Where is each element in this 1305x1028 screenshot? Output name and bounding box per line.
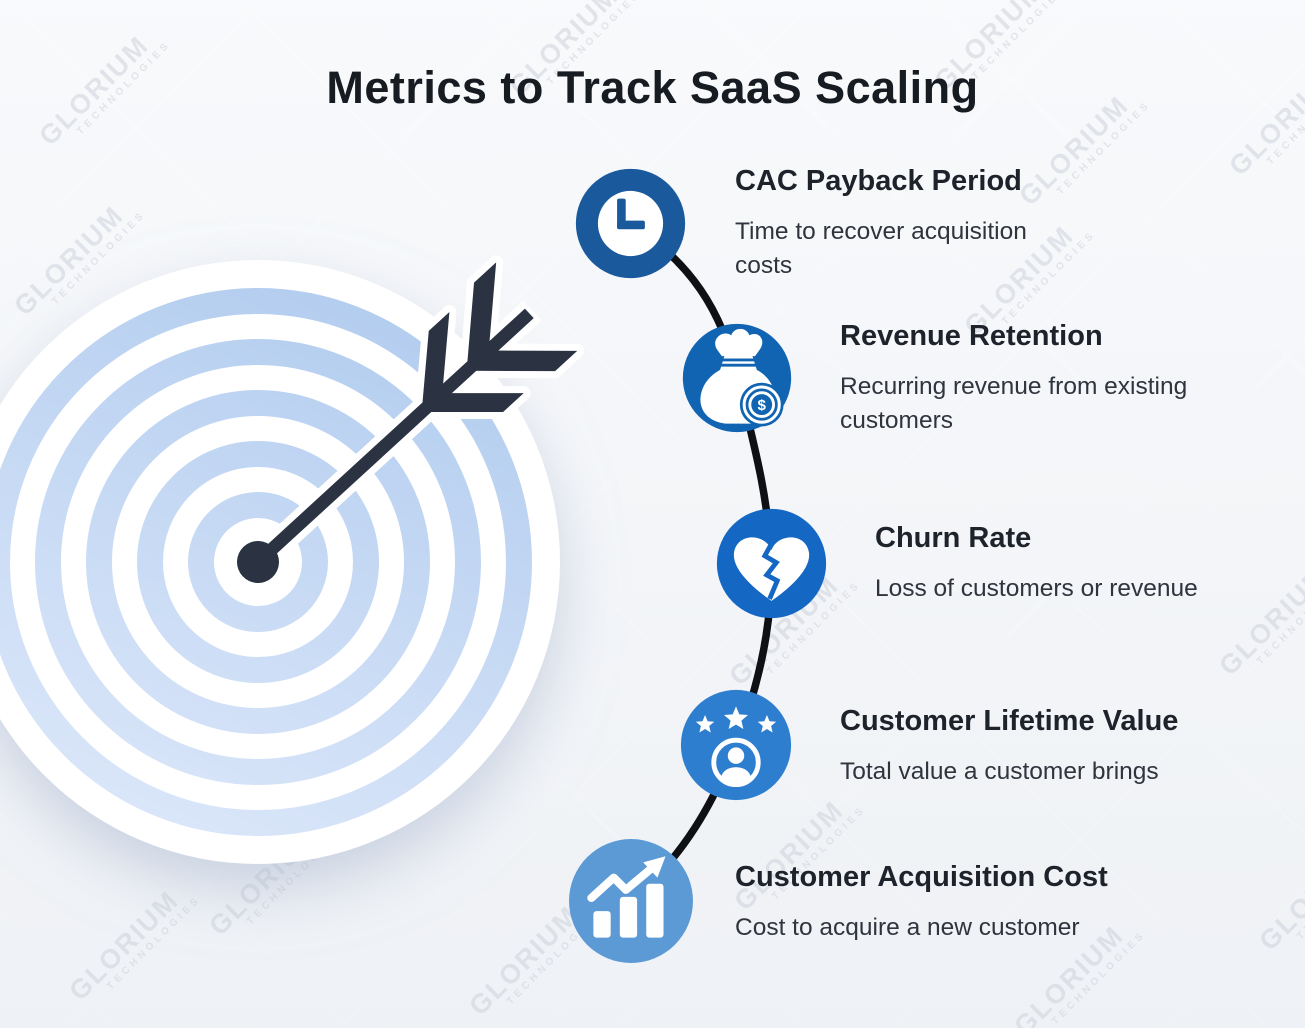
metric-item-customer-lifetime-value: Customer Lifetime Value Total value a cu… <box>840 705 1178 789</box>
stars-icon <box>695 706 777 733</box>
metric-description: Recurring revenue from existing customer… <box>840 373 1188 434</box>
metric-description: Total value a customer brings <box>840 758 1159 786</box>
metric-item-churn-rate: Churn Rate Loss of customers or revenue <box>875 522 1198 606</box>
broken-heart-icon <box>716 508 827 619</box>
metric-title: CAC Payback Period <box>735 165 1022 197</box>
metric-item-cac-payback: CAC Payback Period Time to recover acqui… <box>735 165 1090 282</box>
user-avatar-icon <box>711 737 761 788</box>
growth-chart-icon <box>569 839 693 963</box>
metric-item-revenue-retention: Revenue Retention Recurring revenue from… <box>840 320 1245 437</box>
metric-description: Loss of customers or revenue <box>875 575 1198 603</box>
money-bag-icon: $ <box>682 323 792 433</box>
metric-title: Customer Acquisition Cost <box>735 861 1108 893</box>
page-title: Metrics to Track SaaS Scaling <box>326 62 979 113</box>
svg-text:$: $ <box>757 397 766 414</box>
stars-user-icon <box>680 689 792 801</box>
metric-item-customer-acquisition-cost: Customer Acquisition Cost Cost to acquir… <box>735 861 1108 945</box>
clock-icon <box>575 168 686 279</box>
dollar-coin-icon: $ <box>739 382 784 427</box>
arrow-icon <box>228 255 585 592</box>
metric-description: Time to recover acquisition costs <box>735 218 1027 279</box>
metric-title: Churn Rate <box>875 522 1032 554</box>
metric-title: Revenue Retention <box>840 320 1103 352</box>
metric-description: Cost to acquire a new customer <box>735 914 1080 942</box>
metric-title: Customer Lifetime Value <box>840 705 1179 737</box>
